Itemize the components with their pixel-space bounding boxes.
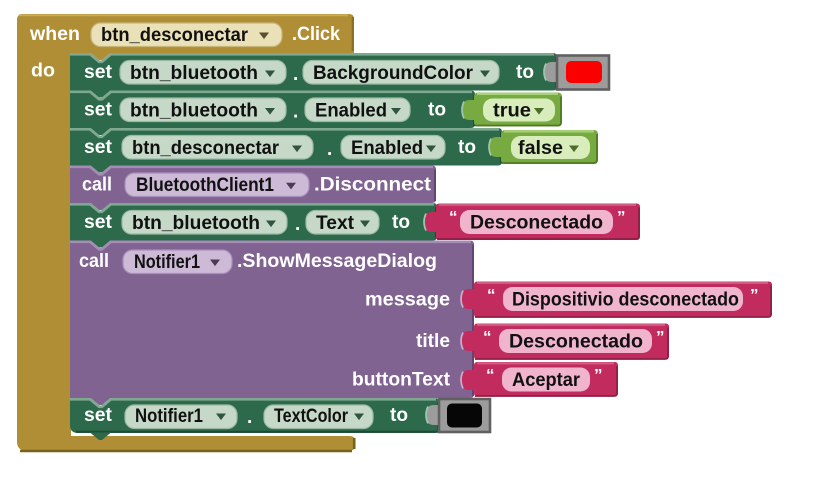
svg-text:.Click: .Click: [292, 24, 340, 45]
svg-text:call: call: [79, 251, 109, 272]
svg-text:call: call: [82, 174, 112, 195]
svg-text:.: .: [293, 64, 298, 85]
svg-text:”: ”: [656, 328, 665, 347]
svg-text:set: set: [84, 62, 113, 83]
svg-text:.: .: [247, 407, 252, 428]
svg-text:title: title: [416, 331, 450, 352]
svg-text:.Disconnect: .Disconnect: [314, 174, 432, 195]
svg-text:Notifier1: Notifier1: [135, 406, 203, 427]
svg-text:BluetoothClient1: BluetoothClient1: [136, 175, 274, 196]
svg-text:.: .: [327, 139, 332, 160]
svg-text:do: do: [31, 61, 55, 82]
svg-text:true: true: [493, 100, 531, 121]
svg-text:BackgroundColor: BackgroundColor: [313, 63, 474, 84]
svg-text:TextColor: TextColor: [274, 406, 349, 427]
svg-text:to: to: [458, 137, 476, 158]
svg-text:to: to: [390, 405, 408, 426]
svg-text:”: ”: [750, 286, 759, 305]
svg-text:.: .: [295, 214, 300, 235]
svg-text:“: “: [483, 328, 492, 347]
svg-text:btn_desconectar: btn_desconectar: [101, 25, 249, 46]
svg-text:buttonText: buttonText: [352, 370, 451, 391]
svg-text:“: “: [487, 286, 496, 305]
svg-text:Desconectado: Desconectado: [470, 212, 603, 233]
svg-text:to: to: [516, 62, 534, 83]
svg-text:Text: Text: [316, 213, 355, 234]
svg-text:set: set: [84, 405, 113, 426]
svg-text:to: to: [392, 212, 410, 233]
svg-text:Desconectado: Desconectado: [509, 331, 643, 352]
svg-text:when: when: [29, 24, 80, 45]
svg-text:Dispositivio desconectado: Dispositivio desconectado: [512, 289, 739, 310]
svg-text:btn_bluetooth: btn_bluetooth: [132, 213, 260, 234]
svg-text:false: false: [518, 138, 563, 159]
svg-text:set: set: [84, 100, 113, 121]
svg-text:btn_bluetooth: btn_bluetooth: [130, 63, 258, 84]
svg-text:Enabled: Enabled: [315, 100, 387, 121]
svg-text:message: message: [365, 290, 450, 311]
svg-text:btn_desconectar: btn_desconectar: [132, 138, 280, 159]
svg-text:Aceptar: Aceptar: [512, 370, 581, 391]
svg-text:“: “: [449, 208, 458, 227]
svg-text:”: ”: [594, 366, 603, 385]
svg-text:”: ”: [617, 208, 626, 227]
svg-text:Enabled: Enabled: [351, 138, 423, 159]
svg-text:set: set: [84, 137, 113, 158]
svg-text:“: “: [486, 366, 495, 385]
svg-text:to: to: [428, 100, 446, 121]
svg-text:set: set: [84, 212, 113, 233]
svg-text:btn_bluetooth: btn_bluetooth: [130, 100, 258, 121]
svg-text:.ShowMessageDialog: .ShowMessageDialog: [237, 251, 437, 272]
svg-text:.: .: [293, 102, 298, 123]
svg-text:Notifier1: Notifier1: [134, 252, 200, 273]
